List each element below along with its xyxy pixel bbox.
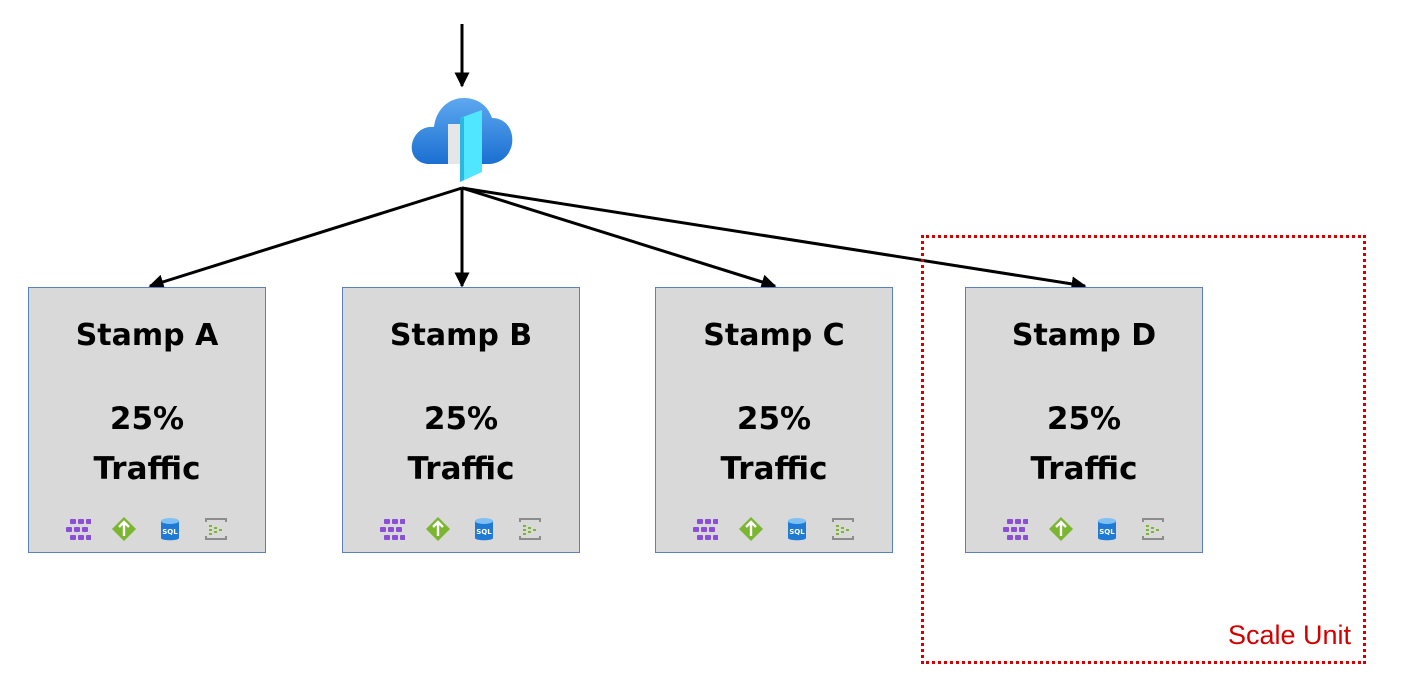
event-hubs-icon	[1140, 516, 1166, 542]
scale-unit-boundary: Scale Unit	[921, 235, 1366, 664]
traffic-percent: 25%	[109, 401, 185, 437]
scale-unit-label: Scale Unit	[1227, 620, 1351, 650]
traffic-label: Traffic	[1030, 451, 1138, 487]
api-management-icon	[1048, 516, 1074, 542]
traffic-percent: 25%	[1046, 401, 1122, 437]
stamp-services: SQL	[29, 514, 265, 544]
stamp-title: Stamp D	[1011, 318, 1157, 353]
stamp-traffic: 25% Traffic	[29, 394, 265, 494]
traffic-label: Traffic	[93, 451, 201, 487]
aks-icon	[1002, 516, 1029, 542]
traffic-label: Traffic	[407, 451, 515, 487]
sql-database-icon: SQL	[1094, 516, 1120, 542]
stamp-title: Stamp C	[703, 318, 845, 353]
aks-icon	[65, 516, 92, 542]
stamp-traffic: 25% Traffic	[656, 394, 892, 494]
traffic-percent: 25%	[736, 401, 812, 437]
arrow-to-stamp-a	[148, 186, 463, 290]
stamp-services: SQL	[966, 514, 1202, 544]
sql-database-icon: SQL	[471, 516, 497, 542]
api-management-icon	[425, 516, 451, 542]
stamp-traffic: 25% Traffic	[966, 394, 1202, 494]
sql-icon-text: SQL	[162, 528, 178, 536]
traffic-percent: 25%	[423, 401, 499, 437]
stamp-title: Stamp A	[75, 318, 219, 353]
sql-icon-text: SQL	[789, 528, 805, 536]
sql-icon-text: SQL	[1099, 528, 1115, 536]
api-management-icon	[738, 516, 764, 542]
event-hubs-icon	[517, 516, 543, 542]
stamp-services: SQL	[343, 514, 579, 544]
sql-icon-text: SQL	[476, 528, 492, 536]
sql-database-icon: SQL	[784, 516, 810, 542]
stamp-a-box: Stamp A 25% Traffic SQL	[28, 287, 266, 553]
sql-database-icon: SQL	[157, 516, 183, 542]
stamp-traffic: 25% Traffic	[343, 394, 579, 494]
arrow-to-stamp-d	[461, 186, 1087, 292]
arrow-to-stamp-c	[461, 186, 777, 290]
stamp-b-box: Stamp B 25% Traffic SQL	[342, 287, 580, 553]
stamp-services: SQL	[656, 514, 892, 544]
api-management-icon	[111, 516, 137, 542]
traffic-label: Traffic	[720, 451, 828, 487]
stamp-title: Stamp B	[389, 318, 533, 353]
event-hubs-icon	[830, 516, 856, 542]
front-door-icon	[411, 98, 513, 182]
stamp-d-box: Stamp D 25% Traffic SQL	[965, 287, 1203, 553]
stamp-c-box: Stamp C 25% Traffic SQL	[655, 287, 893, 553]
aks-icon	[692, 516, 719, 542]
event-hubs-icon	[203, 516, 229, 542]
aks-icon	[379, 516, 406, 542]
